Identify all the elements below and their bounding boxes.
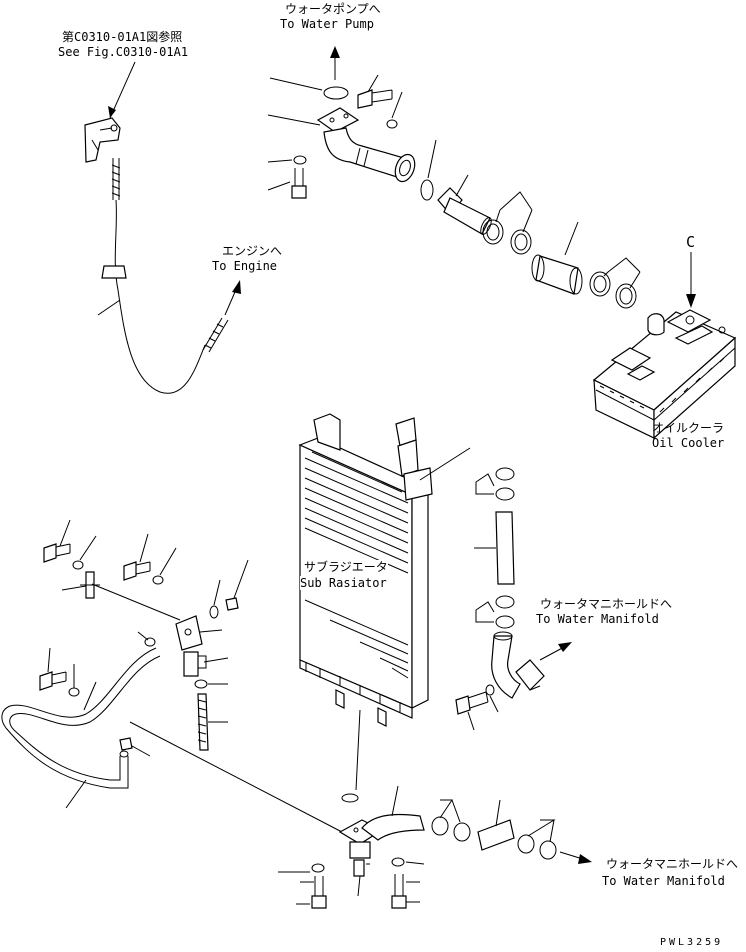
engine-arrowhead	[232, 280, 241, 294]
sub-radiator-label-en: Sub Rasiator	[300, 576, 387, 590]
manifold-1-label-en: To Water Manifold	[536, 612, 659, 626]
fig-ref-label-jp: 第C0310-01A1図参照	[62, 30, 183, 44]
leader-clamps-upper	[495, 191, 533, 233]
water-pipe-left	[1, 647, 161, 789]
leader-cable	[97, 299, 121, 316]
leader-bolt-left	[267, 181, 291, 191]
clamps-bottom-left	[431, 816, 471, 842]
engine-label-jp: エンジンへ	[222, 244, 283, 258]
elbow-radiator-outlet	[491, 631, 545, 699]
assembly-line	[129, 721, 343, 833]
bolt-left	[291, 168, 307, 199]
washer-radiator-bottom	[485, 684, 495, 696]
hose-radiator	[495, 511, 515, 585]
hose-clamps-upper	[482, 219, 532, 255]
washer-left	[293, 155, 307, 165]
leader-bolt-radiator	[467, 711, 475, 731]
hose-bottom	[477, 819, 515, 851]
leader-clamps-radiator-top	[475, 473, 495, 495]
cable-bracket	[84, 117, 121, 163]
leader-fitting	[61, 559, 249, 606]
o-ring-mid	[420, 179, 434, 201]
hose-upper	[531, 254, 583, 295]
oil-cooler-label-en: Oil Cooler	[652, 436, 725, 450]
hose-clamps-cooler	[589, 271, 637, 309]
o-ring-top	[323, 86, 349, 100]
leader-bolts-left-lower	[47, 647, 75, 688]
manifold-2-label-en: To Water Manifold	[602, 874, 725, 888]
manifold-1-arrowhead	[558, 642, 572, 652]
center-bracket	[144, 615, 209, 751]
oil-cooler-label-jp: オイルクーラ	[652, 421, 725, 435]
leader-radiator-top	[419, 447, 471, 481]
water-pump-label-en: To Water Pump	[280, 17, 374, 31]
leader-hose-upper	[564, 221, 579, 256]
control-cable	[101, 158, 229, 394]
bolt-radiator-bottom	[455, 691, 489, 715]
leader-pipe-left	[65, 779, 87, 809]
leader-center-bracket	[199, 629, 229, 723]
bracket-line	[91, 583, 181, 621]
sub-radiator-label-jp: サブラジエータ	[304, 560, 388, 574]
leader-washer-top	[391, 91, 403, 119]
elbow-pipe	[316, 107, 416, 183]
leader-bolts-left	[59, 519, 177, 576]
leader-clamps-bottom-left	[439, 799, 461, 823]
leader-clamps-cooler	[603, 257, 641, 289]
leader-washer-left	[267, 159, 293, 163]
manifold-1-label-jp: ウォータマニホールドへ	[540, 597, 673, 611]
leader-hose-bottom	[495, 799, 501, 827]
drawing-number: PWL3259	[660, 937, 724, 948]
flange-pipe	[437, 187, 492, 235]
fig-ref-arrow	[109, 61, 136, 119]
manifold-2-arrowhead	[578, 854, 592, 864]
leader-pipe-clip-lower	[131, 745, 151, 757]
water-pump-arrowhead	[330, 46, 340, 58]
leader-elbow	[267, 114, 321, 126]
leader-bottom-outlet	[391, 785, 399, 817]
leader-washer-radiator	[489, 695, 499, 713]
clamps-radiator-top	[495, 467, 515, 501]
leader-washer-center	[137, 631, 149, 641]
leader-o-ring	[269, 77, 323, 91]
leader-clamps-radiator-mid	[475, 601, 495, 623]
leader-pipe-clip	[83, 681, 97, 711]
engine-label-en: To Engine	[212, 259, 278, 273]
radiator-drain-line	[355, 709, 361, 791]
leader-o-ring-mid	[427, 139, 437, 179]
manifold-2-label-jp: ウォータマニホールドへ	[606, 857, 739, 871]
leader-bottom-fasteners	[278, 861, 425, 905]
small-fittings	[80, 571, 239, 619]
water-pump-label-jp: ウォータポンプへ	[285, 2, 381, 16]
bolts-left-lower	[39, 671, 80, 697]
bolt-top	[357, 89, 393, 109]
oil-cooler	[592, 309, 737, 440]
leader-clamps-bottom-right	[527, 819, 556, 843]
leader-elbow-radiator	[529, 685, 541, 691]
drain-o-ring	[341, 793, 359, 803]
fig-ref-arrowhead	[108, 106, 116, 118]
fig-ref-label-en: See Fig.C0310-01A1	[58, 45, 189, 59]
view-c-label: C	[686, 233, 696, 251]
bottom-fasteners	[311, 857, 407, 909]
leader-flange-pipe	[455, 174, 469, 197]
clamps-bottom-right	[517, 834, 557, 860]
bottom-outlet	[338, 813, 425, 859]
clamps-radiator-mid	[495, 595, 515, 629]
view-c-arrowhead	[686, 294, 696, 308]
leader-bolt-top	[367, 74, 379, 93]
bolts-left-group	[43, 543, 164, 585]
washer-top	[386, 119, 398, 129]
